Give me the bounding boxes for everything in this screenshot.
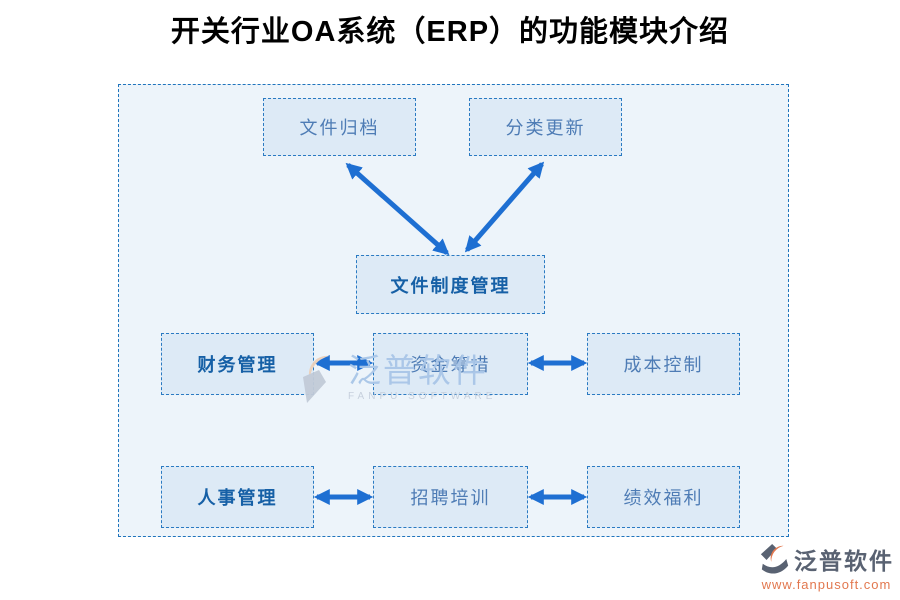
box-label: 分类更新 — [505, 118, 586, 138]
arrow-archive-to-center — [345, 162, 450, 256]
footer-logo: 泛普软件 www.fanpusoft.com — [759, 542, 894, 592]
box-hr-management: 人事管理 — [161, 466, 314, 528]
box-label: 文件归档 — [299, 118, 380, 138]
box-file-archive: 文件归档 — [263, 98, 416, 156]
footer-logo-name: 泛普软件 — [794, 548, 894, 574]
box-label: 成本控制 — [623, 355, 704, 375]
box-fund-raising: 资金筹措 — [373, 333, 528, 395]
box-cost-control: 成本控制 — [587, 333, 740, 395]
box-finance-management: 财务管理 — [161, 333, 314, 395]
box-label: 文件制度管理 — [390, 275, 511, 296]
box-classification-update: 分类更新 — [469, 98, 622, 156]
box-label: 资金筹措 — [410, 355, 491, 375]
box-label: 财务管理 — [197, 355, 278, 375]
footer-logo-url: www.fanpusoft.com — [761, 577, 892, 592]
diagram-container: 文件归档 分类更新 文件制度管理 财务管理 资金筹措 成本控制 人事管理 招聘培… — [118, 84, 789, 537]
page-title: 开关行业OA系统（ERP）的功能模块介绍 — [170, 16, 730, 48]
box-label: 招聘培训 — [410, 488, 491, 508]
box-label: 绩效福利 — [623, 488, 704, 508]
box-document-system-management: 文件制度管理 — [356, 255, 545, 314]
box-performance-welfare: 绩效福利 — [587, 466, 740, 528]
box-recruitment-training: 招聘培训 — [373, 466, 528, 528]
box-label: 人事管理 — [197, 488, 278, 508]
fanpu-logo-icon — [760, 543, 789, 574]
arrow-classify-to-center — [464, 161, 545, 253]
